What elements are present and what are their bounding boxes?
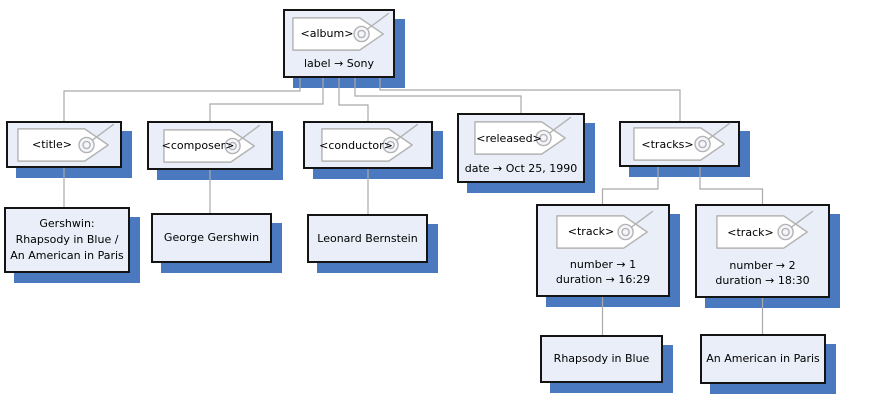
element-name: <conductor> (319, 138, 393, 152)
tag-icon: <track> (715, 210, 813, 250)
tag-icon: <title> (17, 123, 115, 163)
element-name: <album> (300, 27, 354, 41)
connector-album-released (354, 78, 522, 113)
element-name: <title> (32, 138, 72, 151)
node-composer: <composer> (147, 121, 273, 170)
node-track-2: <track> number → 2 duration → 18:30 (695, 204, 830, 298)
connector-album-title (63, 78, 301, 121)
node-track2-text: An American in Paris (700, 334, 826, 384)
node-track-1: <track> number → 1 duration → 16:29 (536, 204, 670, 297)
attribute-label: duration → 16:29 (555, 273, 651, 287)
connector-tracks-track2 (699, 167, 764, 204)
node-composer-text: George Gershwin (151, 213, 272, 263)
node-released: <released> date → Oct 25, 1990 (457, 113, 585, 183)
connector-album-conductor (338, 78, 369, 121)
tag-icon: <conductor> (319, 123, 419, 163)
attribute-label: number → 2 (729, 259, 796, 272)
connector-album-tracks (379, 78, 681, 121)
element-name: <released> (476, 131, 542, 145)
element-name: <track> (567, 225, 615, 239)
node-conductor-text: Leonard Bernstein (307, 214, 428, 263)
element-name: <composer> (161, 139, 235, 152)
node-tracks: <tracks> (619, 121, 740, 167)
tag-icon: <composer> (161, 124, 261, 164)
node-album: <album> label → Sony (283, 9, 395, 78)
node-title: <title> (6, 121, 122, 168)
connector-album-composer (209, 78, 324, 121)
node-track1-text: Rhapsody in Blue (540, 335, 663, 383)
node-title-text: Gershwin: Rhapsody in Blue / An American… (4, 207, 130, 273)
element-name: <tracks> (641, 137, 694, 151)
element-name: <track> (727, 225, 774, 239)
connector-tracks-track1 (601, 167, 659, 204)
tag-icon: <album> (292, 12, 390, 52)
tag-icon: <track> (556, 210, 654, 250)
tag-icon: <released> (474, 116, 572, 156)
attribute-label: label → Sony (303, 57, 374, 71)
tag-icon: <tracks> (632, 122, 730, 162)
attribute-label: duration → 18:30 (715, 274, 810, 287)
attribute-label: date → Oct 25, 1990 (464, 162, 578, 175)
node-conductor: <conductor> (303, 121, 433, 169)
attribute-label: number → 1 (569, 258, 637, 272)
